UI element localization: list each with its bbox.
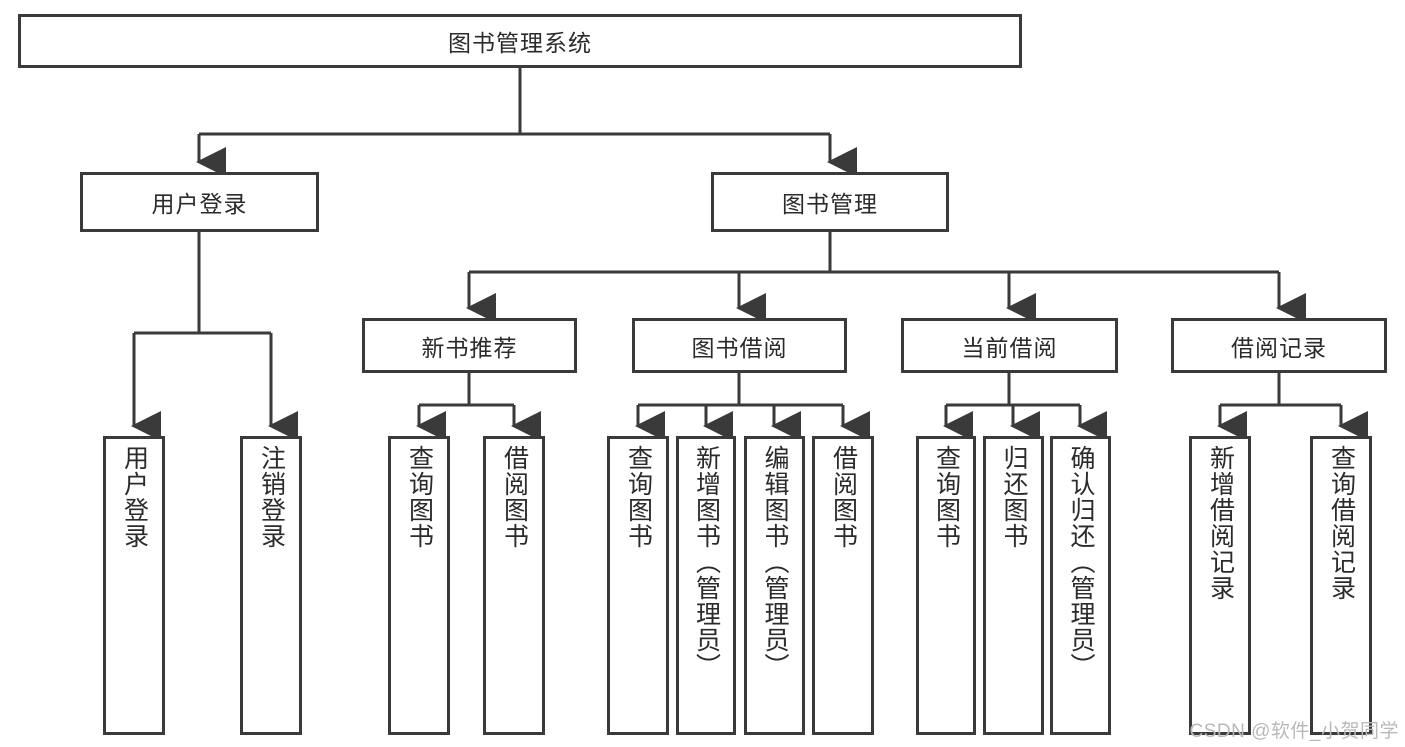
leaf-label: 编辑图书（管理员） (761, 445, 789, 679)
leaf-user-login[interactable]: 用户登录 (103, 436, 165, 735)
leaf-add-borrow-record[interactable]: 新增借阅记录 (1189, 436, 1251, 735)
leaf-label: 新增图书（管理员） (692, 445, 721, 679)
leaf-query-borrow-record[interactable]: 查询借阅记录 (1310, 436, 1372, 735)
leaf-borrow-book-rec[interactable]: 借阅图书 (483, 436, 545, 735)
leaf-query-book-borrow[interactable]: 查询图书 (607, 436, 669, 735)
leaf-label: 查询图书 (624, 445, 653, 549)
leaf-return-book[interactable]: 归还图书 (983, 436, 1044, 735)
leaf-label: 确认归还（管理员） (1067, 445, 1095, 679)
leaf-borrow-book[interactable]: 借阅图书 (812, 436, 874, 735)
node-root-label: 图书管理系统 (448, 30, 592, 56)
node-book-borrowing-label: 图书借阅 (691, 334, 788, 361)
node-new-book-recommendation[interactable]: 新书推荐 (362, 318, 577, 373)
leaf-query-book-current[interactable]: 查询图书 (916, 436, 976, 735)
node-borrow-records[interactable]: 借阅记录 (1171, 318, 1387, 373)
watermark: CSDN @软件_小贺同学 (1189, 721, 1399, 742)
leaf-label: 用户登录 (120, 445, 149, 549)
node-borrow-records-label: 借阅记录 (1231, 334, 1327, 361)
leaf-label: 查询借阅记录 (1327, 445, 1356, 601)
node-user-login[interactable]: 用户登录 (80, 172, 319, 232)
leaf-edit-book-admin[interactable]: 编辑图书（管理员） (744, 436, 805, 735)
leaf-label: 归还图书 (1000, 445, 1028, 549)
node-book-management[interactable]: 图书管理 (711, 172, 949, 232)
leaf-label: 借阅图书 (500, 445, 529, 549)
node-new-book-recommendation-label: 新书推荐 (421, 334, 518, 361)
leaf-add-book-admin[interactable]: 新增图书（管理员） (676, 436, 736, 735)
node-book-borrowing[interactable]: 图书借阅 (632, 318, 847, 373)
leaf-logout[interactable]: 注销登录 (240, 436, 302, 735)
leaf-label: 注销登录 (257, 445, 286, 549)
leaf-label: 新增借阅记录 (1206, 445, 1235, 601)
node-user-login-label: 用户登录 (151, 191, 248, 217)
leaf-label: 查询图书 (405, 445, 434, 549)
node-book-management-label: 图书管理 (782, 191, 878, 217)
leaf-label: 查询图书 (932, 445, 961, 549)
leaf-label: 借阅图书 (829, 445, 858, 549)
node-root[interactable]: 图书管理系统 (18, 14, 1022, 68)
leaf-confirm-return-admin[interactable]: 确认归还（管理员） (1050, 436, 1111, 735)
leaf-query-book-rec[interactable]: 查询图书 (388, 436, 450, 735)
node-current-borrowing[interactable]: 当前借阅 (901, 318, 1118, 373)
node-current-borrowing-label: 当前借阅 (961, 334, 1058, 361)
